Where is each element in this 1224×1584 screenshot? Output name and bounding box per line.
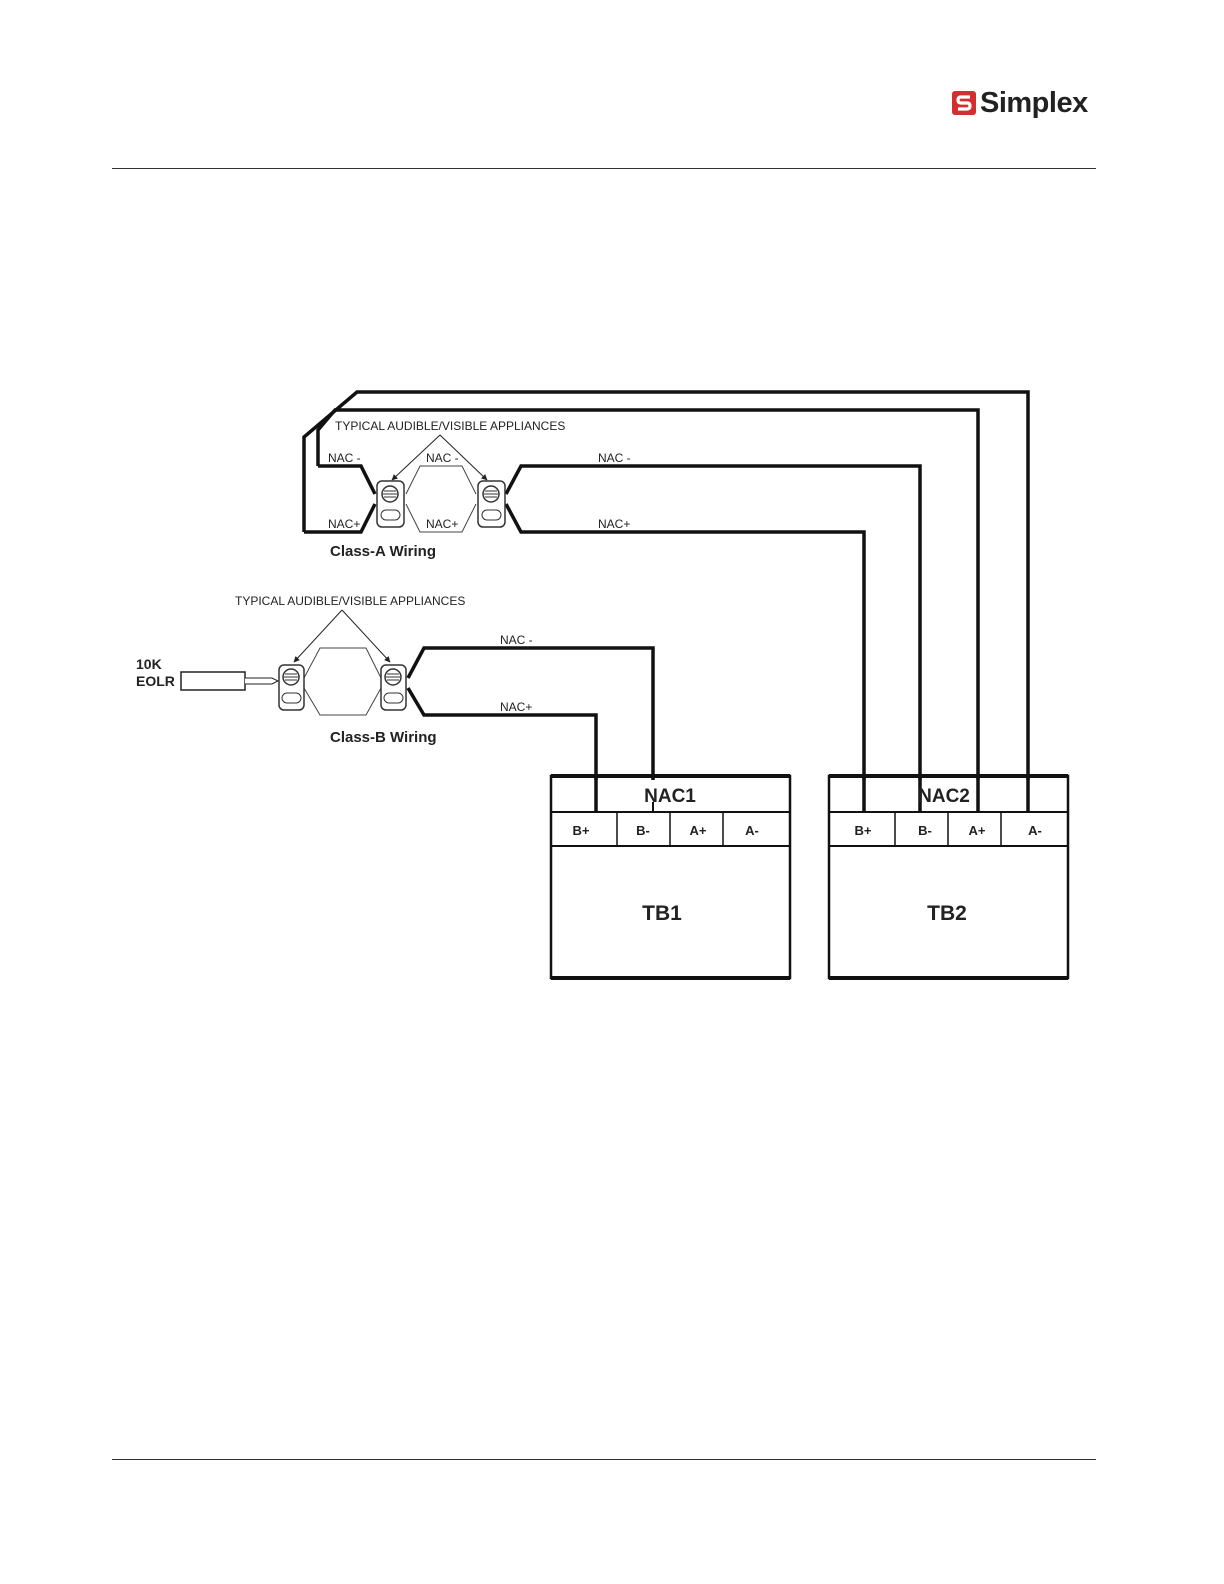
class-b-typical-label: TYPICAL AUDIBLE/VISIBLE APPLIANCES bbox=[235, 594, 465, 608]
tb2-terminal-block: NAC2 B+ B- A+ A- TB2 bbox=[829, 776, 1068, 978]
class-a-right-nac-plus-wire bbox=[506, 504, 864, 780]
class-a-left-nac-minus-wire bbox=[318, 466, 375, 494]
eolr-resistor bbox=[181, 672, 245, 690]
tb1-name: TB1 bbox=[642, 902, 682, 925]
class-a-right-nac-plus-label: NAC+ bbox=[598, 517, 630, 531]
class-b-nac-minus-label: NAC - bbox=[500, 633, 533, 647]
tb2-header: NAC2 bbox=[918, 786, 970, 807]
class-b-title: Class-B Wiring bbox=[330, 729, 437, 746]
class-a-right-nac-minus-wire bbox=[506, 466, 920, 780]
class-a-mid-nac-plus-label: NAC+ bbox=[426, 517, 458, 531]
tb2-terminal-b-plus: B+ bbox=[855, 823, 872, 838]
footer-rule bbox=[112, 1459, 1096, 1460]
class-a-mid-nac-minus-label: NAC - bbox=[426, 451, 459, 465]
class-b-appliance-link-wires bbox=[304, 648, 381, 715]
class-a-appliance-2 bbox=[478, 481, 505, 527]
tb1-terminal-a-plus: A+ bbox=[690, 823, 707, 838]
class-a-left-nac-minus-label: NAC - bbox=[328, 451, 361, 465]
tb1-terminal-b-plus: B+ bbox=[573, 823, 590, 838]
eolr-name-label: EOLR bbox=[136, 673, 175, 689]
class-a-typical-label: TYPICAL AUDIBLE/VISIBLE APPLIANCES bbox=[335, 419, 565, 433]
tb2-terminal-a-minus: A- bbox=[1028, 823, 1042, 838]
class-b-wiring: 10K EOLR TYPICAL AUDIBLE/VISIBLE APPLI bbox=[136, 594, 653, 780]
tb2-name: TB2 bbox=[927, 902, 967, 925]
class-b-callout-arrow-2 bbox=[342, 610, 390, 662]
class-a-appliance-1 bbox=[377, 481, 404, 527]
class-b-nac-plus-label: NAC+ bbox=[500, 700, 532, 714]
class-b-appliance-2 bbox=[381, 665, 406, 710]
tb2-terminal-a-plus: A+ bbox=[969, 823, 986, 838]
class-a-wiring: TYPICAL AUDIBLE/VISIBLE APPLIANCES NAC -… bbox=[304, 392, 1028, 780]
eolr-lead bbox=[245, 678, 278, 684]
class-a-right-nac-minus-label: NAC - bbox=[598, 451, 631, 465]
class-b-callout-arrow-1 bbox=[294, 610, 342, 662]
tb1-header: NAC1 bbox=[644, 786, 696, 807]
tb1-terminal-b-minus: B- bbox=[636, 823, 650, 838]
tb1-terminal-block: NAC1 B+ B- A+ A- TB1 bbox=[551, 776, 790, 978]
class-a-title: Class-A Wiring bbox=[330, 543, 436, 560]
class-b-appliance-1 bbox=[279, 665, 304, 710]
tb2-terminal-b-minus: B- bbox=[918, 823, 932, 838]
tb1-terminal-a-minus: A- bbox=[745, 823, 759, 838]
class-a-left-nac-plus-label: NAC+ bbox=[328, 517, 360, 531]
eolr-value-label: 10K bbox=[136, 656, 162, 672]
